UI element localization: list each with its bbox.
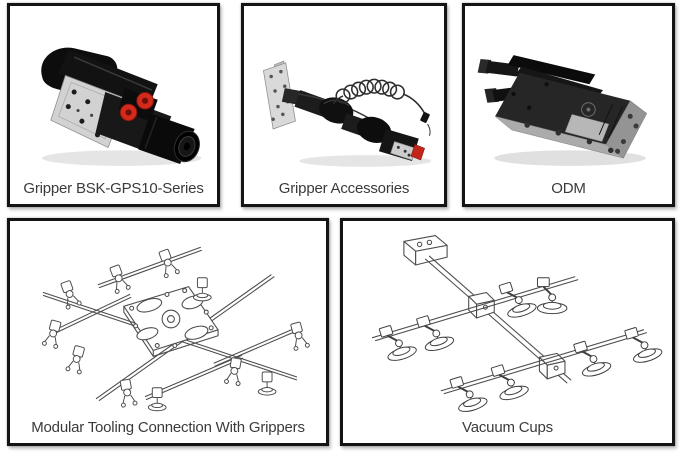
card-gripper-accessories[interactable]: Gripper Accessories xyxy=(241,3,447,207)
modular-tooling-line-drawing xyxy=(41,246,311,412)
card-caption-gripper-accessories: Gripper Accessories xyxy=(278,180,410,197)
gripper-bsk-gps10-image xyxy=(10,6,217,180)
odm-illustration xyxy=(477,55,648,166)
vacuum-cups-line-drawing xyxy=(371,235,665,416)
odm-image xyxy=(465,6,672,180)
card-gripper-bsk-gps10-series[interactable]: Gripper BSK-GPS10-Series xyxy=(7,3,220,207)
vacuum-cups-image xyxy=(343,221,672,419)
card-modular-tooling-connection[interactable]: Modular Tooling Connection With Grippers xyxy=(7,218,329,446)
gripper-accessories-image xyxy=(244,6,444,180)
gripper-accessories-illustration xyxy=(262,60,432,167)
card-vacuum-cups[interactable]: Vacuum Cups xyxy=(340,218,675,446)
card-caption-vacuum-cups: Vacuum Cups xyxy=(462,419,553,436)
card-caption-modular-tooling: Modular Tooling Connection With Grippers xyxy=(31,419,305,436)
gripper-bsk-gps10-illustration xyxy=(41,47,202,166)
modular-tooling-image xyxy=(10,221,326,419)
card-caption-gripper-bsk-gps10: Gripper BSK-GPS10-Series xyxy=(23,180,204,197)
card-caption-odm: ODM xyxy=(551,180,586,197)
card-odm[interactable]: ODM xyxy=(462,3,675,207)
